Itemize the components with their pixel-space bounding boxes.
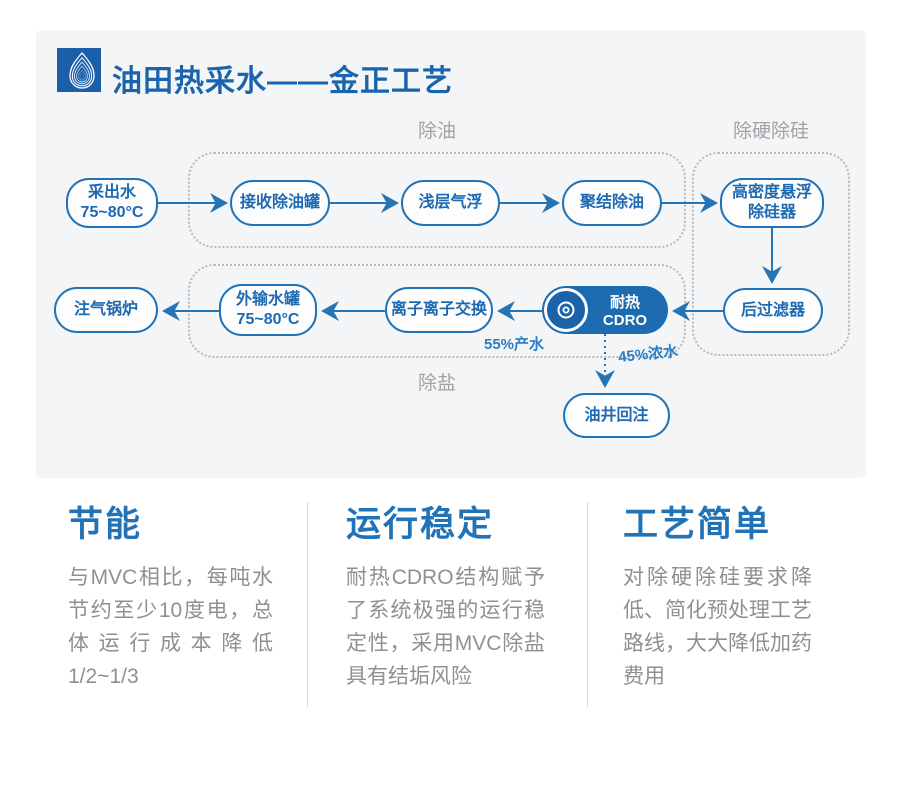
node-produced-water: 采出水 75~80°C [66, 178, 158, 228]
feature-body: 耐热CDRO结构赋予了系统极强的运行稳定性，采用MVC除盐具有结垢风险 [346, 565, 545, 688]
feature-simple-process: 工艺简单 对除硬除硅要求降低、简化预处理工艺路线，大大降低加药费用 [587, 502, 864, 707]
page-title: 油田热采水——金正工艺 [112, 65, 453, 98]
node-label: 耐热CDRO [602, 294, 648, 329]
node-receiving-deoiling-tank: 接收除油罐 [230, 180, 330, 226]
node-label: 后过滤器 [740, 301, 805, 319]
feature-stable-operation: 运行稳定 耐热CDRO结构赋予了系统极强的运行稳定性，采用MVC除盐具有结垢风险 [307, 502, 587, 707]
zone-label-hardness-silica: 除硬除硅 [732, 121, 809, 142]
zone-deoiling-box [188, 152, 686, 248]
feature-body: 对除硬除硅要求降低、简化预处理工艺路线，大大降低加药费用 [623, 565, 812, 688]
node-post-filter: 后过滤器 [723, 288, 823, 333]
feature-energy-saving: 节能 与MVC相比，每吨水节约至少10度电，总体运行成本降低1/2~1/3 [36, 502, 307, 707]
node-well-reinjection: 油井回注 [563, 393, 670, 438]
cdro-disc-icon [544, 288, 588, 332]
node-shallow-air-flotation: 浅层气浮 [401, 180, 500, 226]
zone-label-deoiling: 除油 [417, 121, 456, 142]
node-coalescence-deoiling: 聚结除油 [562, 180, 662, 226]
node-heat-resistant-cdro: 耐热CDRO [542, 286, 668, 334]
node-ion-exchange: 离子离子交换 [385, 287, 493, 333]
zone-hardness-silica-box [692, 152, 850, 356]
node-sublabel: 除硅器 [747, 204, 796, 221]
feature-body: 与MVC相比，每吨水节约至少10度电，总体运行成本降低1/2~1/3 [68, 565, 273, 688]
node-label: 外输水罐 [235, 291, 300, 308]
node-sublabel: 75~80°C [236, 311, 300, 328]
node-label: 注气锅炉 [73, 301, 138, 318]
node-label: 聚结除油 [579, 194, 644, 211]
node-high-density-silica-remover: 高密度悬浮 除硅器 [720, 178, 824, 228]
node-gas-injection-boiler: 注气锅炉 [54, 287, 158, 333]
feature-title: 节能 [68, 505, 143, 544]
feature-title: 工艺简单 [623, 505, 772, 544]
node-label: 接收除油罐 [239, 194, 320, 211]
node-label: 浅层气浮 [418, 194, 483, 211]
company-water-drop-logo-icon [57, 48, 101, 92]
node-label: 油井回注 [584, 406, 649, 424]
node-label: 离子离子交换 [390, 301, 487, 318]
node-sublabel: 75~80°C [80, 204, 144, 221]
zone-label-desalination: 除盐 [417, 373, 456, 394]
node-label: 采出水 [87, 184, 136, 201]
node-label: 高密度悬浮 [731, 184, 812, 201]
node-export-water-tank: 外输水罐 75~80°C [219, 284, 317, 336]
feature-title: 运行稳定 [346, 505, 495, 544]
stream-label-product-water: 55%产水 [484, 336, 545, 353]
flowchart-panel: 油田热采水——金正工艺 除油 除硬除硅 除盐 [36, 30, 866, 478]
feature-columns: 节能 与MVC相比，每吨水节约至少10度电，总体运行成本降低1/2~1/3 运行… [36, 502, 864, 707]
